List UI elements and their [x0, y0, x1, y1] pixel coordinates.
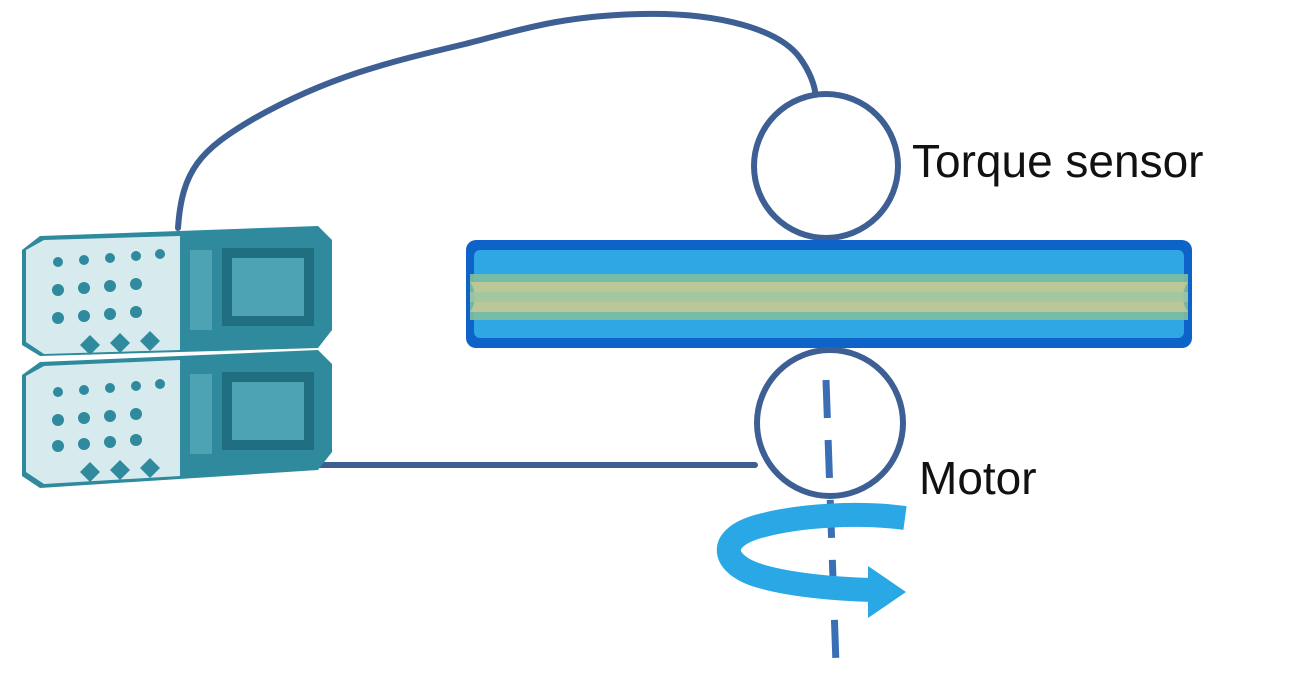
rotation-arrow-icon [716, 502, 907, 618]
layered-sample-plate [466, 240, 1192, 348]
controller-unit-icon [22, 226, 332, 488]
motor-label: Motor [919, 452, 1037, 504]
controller-upper [22, 226, 332, 356]
sensor-cable [175, 10, 819, 231]
torque-sensor-circle [751, 91, 901, 241]
torque-sensor-label: Torque sensor [912, 135, 1204, 187]
motor-circle [754, 347, 906, 499]
controller-lower [22, 350, 332, 488]
